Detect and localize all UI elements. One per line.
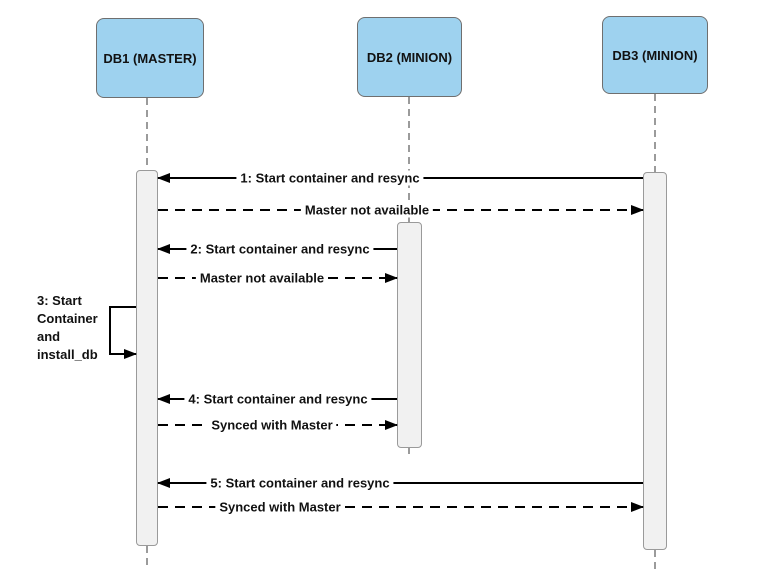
activation-db1 xyxy=(136,170,158,546)
message-4-start-container-resync: 4: Start container and resync xyxy=(157,391,397,407)
actor-db3-minion: DB3 (MINION) xyxy=(602,16,708,94)
actor-db3-label: DB3 (MINION) xyxy=(612,47,698,63)
message-synced-with-master-db2: Synced with Master xyxy=(158,417,398,433)
message-2-start-container-resync: 2: Start container and resync xyxy=(157,241,397,257)
message-label: 5: Start container and resync xyxy=(206,475,394,491)
arrowhead-right-icon xyxy=(631,502,644,512)
message-label: Synced with Master xyxy=(207,417,337,433)
actor-db1-master: DB1 (MASTER) xyxy=(96,18,204,98)
arrowhead-left-icon xyxy=(157,244,170,254)
self-message-label: 3: Start Container and install_db xyxy=(37,293,98,362)
lifeline-db3-bottom xyxy=(654,550,656,570)
arrowhead-left-icon xyxy=(157,478,170,488)
arrowhead-left-icon xyxy=(157,394,170,404)
actor-db2-label: DB2 (MINION) xyxy=(366,49,453,65)
message-label: 2: Start container and resync xyxy=(186,241,374,257)
lifeline-db2-bottom xyxy=(408,448,410,454)
message-master-not-available-db3: Master not available xyxy=(158,202,644,218)
message-label: Master not available xyxy=(195,270,329,286)
arrowhead-right-icon xyxy=(385,273,398,283)
arrowhead-right-icon xyxy=(124,349,137,359)
arrowhead-right-icon xyxy=(631,205,644,215)
message-5-start-container-resync: 5: Start container and resync xyxy=(157,475,643,491)
message-synced-with-master-db3: Synced with Master xyxy=(158,499,644,515)
lifeline-db2-top xyxy=(408,97,410,222)
message-label: Master not available xyxy=(300,202,434,218)
self-loop-top-line xyxy=(109,306,136,308)
actor-db2-minion: DB2 (MINION) xyxy=(357,17,462,97)
message-label: 1: Start container and resync xyxy=(236,170,424,186)
self-loop-bottom-line xyxy=(109,353,136,355)
arrowhead-left-icon xyxy=(157,173,170,183)
actor-db1-label: DB1 (MASTER) xyxy=(103,50,197,66)
message-label: Synced with Master xyxy=(215,499,345,515)
activation-db2 xyxy=(397,222,422,448)
message-1-start-container-resync: 1: Start container and resync xyxy=(157,170,643,186)
message-label: 4: Start container and resync xyxy=(184,391,372,407)
self-loop-side-line xyxy=(109,306,111,355)
activation-db3 xyxy=(643,172,667,550)
message-3-self-install-db xyxy=(109,306,137,359)
arrowhead-right-icon xyxy=(385,420,398,430)
lifeline-db1-top xyxy=(146,98,148,170)
lifeline-db1-bottom xyxy=(146,546,148,570)
message-master-not-available-db2: Master not available xyxy=(158,270,398,286)
lifeline-db3-top xyxy=(654,94,656,172)
